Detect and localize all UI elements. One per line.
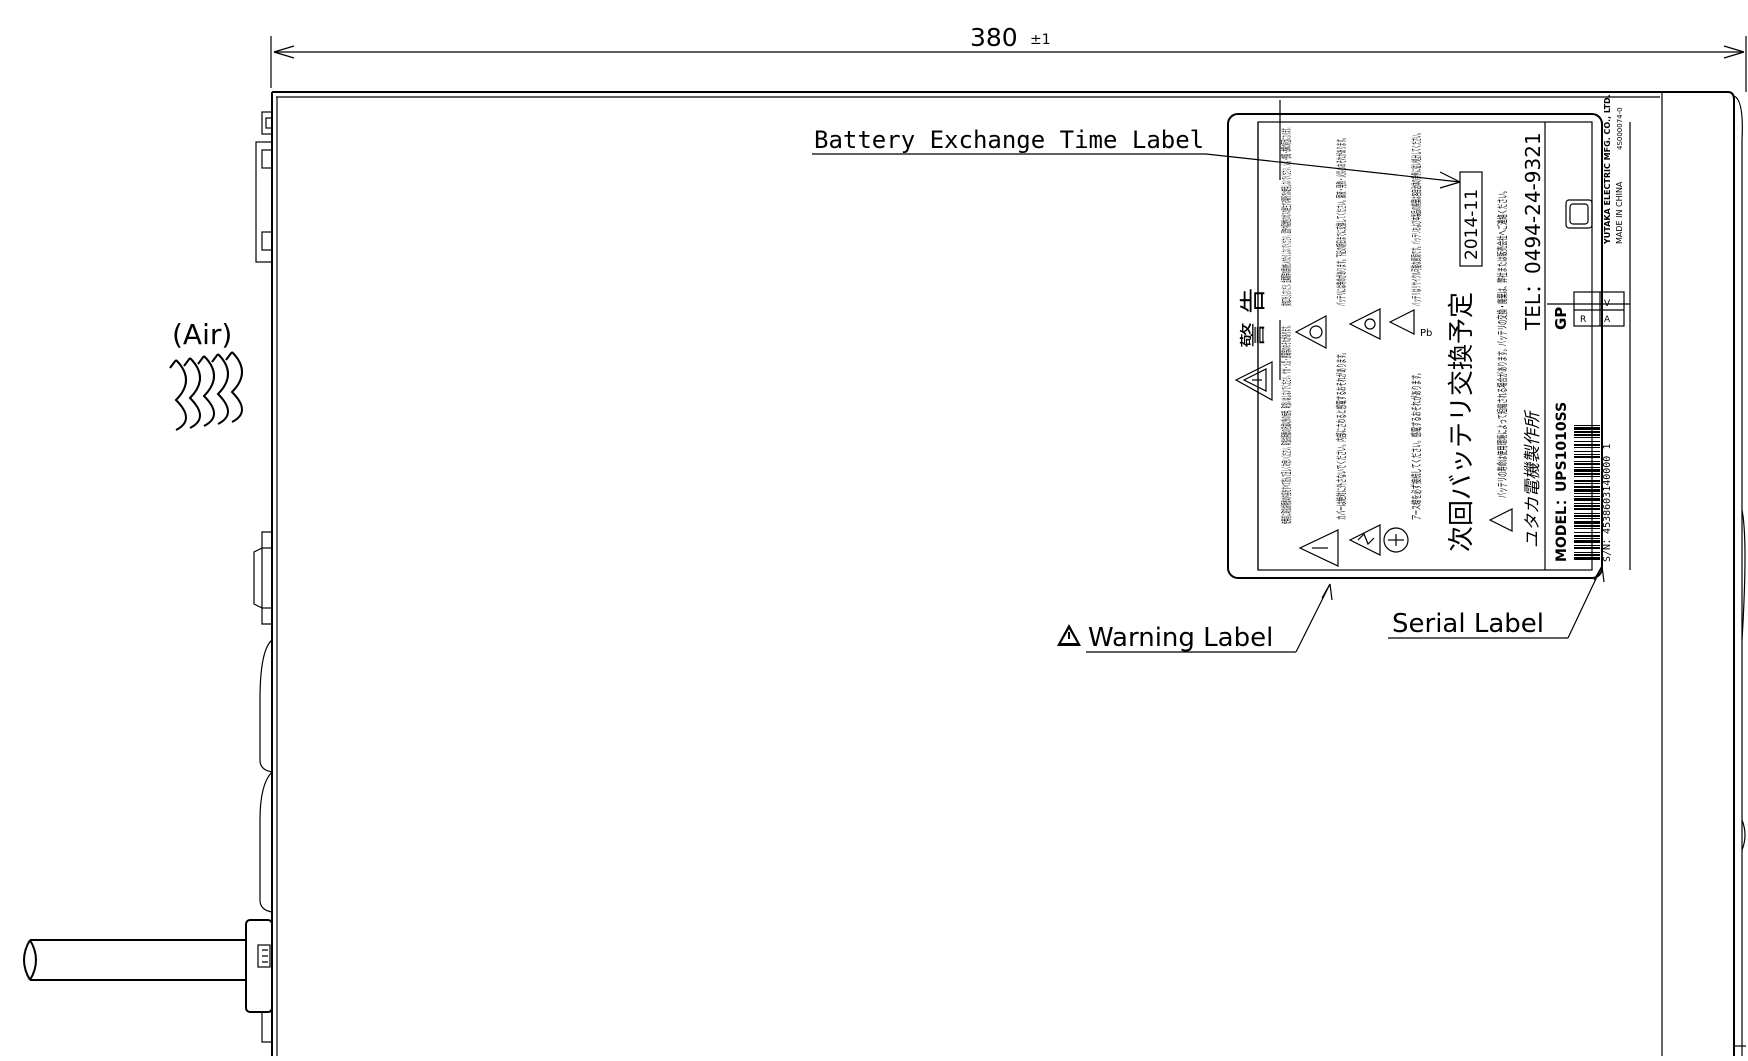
warning-text-5: バッテリには寿命があります。下記の期日までに交換してください。漏液・発熱・火災の…: [1334, 136, 1348, 306]
warning-section: 警 告 Pb 使用前に取扱説明書の内容をすべて読んで正しくお使いくだ: [1234, 100, 1545, 567]
telephone: TEL：0494-24-9321: [1521, 132, 1545, 331]
warning-text-6: バッテリはリサイクル可能な資源です。バッテリおよび本製品の廃棄は各自治体の条例に…: [1409, 131, 1423, 306]
svg-text:A: A: [1604, 315, 1611, 325]
label-plate: [1227, 113, 1631, 579]
fire-prohibit-icon: [1294, 315, 1327, 349]
electric-shock-icon: [1348, 524, 1381, 556]
recycle-icon: Pb: [1388, 309, 1432, 339]
warning-text-3: アース線を必ず接続してください。感電するおそれがあります。: [1409, 370, 1423, 520]
serial-callout-label: Serial Label: [1392, 609, 1544, 639]
callout-serial: Serial Label: [1388, 565, 1605, 639]
dimension-value: 380: [970, 23, 1018, 52]
callout-battery-exchange: Battery Exchange Time Label: [812, 126, 1461, 189]
exchange-note: バッテリの寿命は使用環境によって短縮される場合があります。バッテリの交換・廃棄は…: [1495, 188, 1509, 498]
pse-mark-icon: [1565, 199, 1593, 229]
barcode: [1574, 425, 1600, 560]
air-label: (Air): [172, 318, 232, 351]
manufacturer-name: YUTAKA ELECTRIC MFG. CO., LTD.: [1603, 94, 1612, 245]
airflow-indicator: (Air): [169, 318, 243, 431]
svg-text:V: V: [1604, 299, 1611, 309]
battery-caution-icon: [1348, 308, 1381, 340]
made-in: MADE IN CHINA: [1615, 181, 1624, 244]
certification-marks-icon: R A V: [1573, 291, 1625, 327]
ground-icon: [1383, 527, 1409, 553]
warning-triangle-icon: [1234, 361, 1273, 402]
next-exchange-title: 次回バッテリ交換予定: [1447, 292, 1477, 552]
exchange-date-box: [1459, 171, 1483, 267]
svg-text:R: R: [1580, 315, 1586, 325]
overall-dimension: 380 ±1: [270, 23, 1747, 92]
warning-symbol-icon: [1057, 624, 1081, 646]
airflow-waves-icon: [169, 351, 243, 431]
rear-connectors: [23, 111, 273, 1043]
serial-section: MODEL：UPS1010SS S/N：4538603140000 1 GP R…: [1552, 94, 1625, 562]
warning-callout-label: Warning Label: [1088, 623, 1273, 653]
callout-warning: Warning Label: [1057, 583, 1333, 653]
maker-name-jp: ユタカ電機製作所: [1523, 409, 1543, 548]
warning-text-1: 使用前に取扱説明書の内容をすべて読んで正しくお使いください。取扱説明書の記載以外…: [1279, 324, 1293, 524]
gp-mark: GP: [1552, 307, 1570, 330]
warning-text-2: カバーは絶対に外さないでください。内部にさわると感電するおそれがあります。: [1334, 350, 1348, 520]
warning-text-4: 換気口をふさいだり、金属類等の異物を入れたりしないでください。湿気や腐食性のガス…: [1279, 126, 1293, 306]
serial-number-text: S/N：4538603140000 1: [1602, 444, 1613, 562]
battery-exchange-label: Battery Exchange Time Label: [814, 126, 1204, 154]
dimension-tolerance: ±1: [1030, 32, 1051, 48]
exchange-date: 2014-11: [1462, 189, 1482, 260]
part-number: 4S000074-0: [1616, 107, 1624, 150]
svg-text:Pb: Pb: [1420, 328, 1432, 339]
warning-heading: 警 告: [1239, 288, 1269, 348]
caution-icon: [1298, 529, 1339, 567]
model-text: MODEL：UPS1010SS: [1554, 402, 1570, 562]
